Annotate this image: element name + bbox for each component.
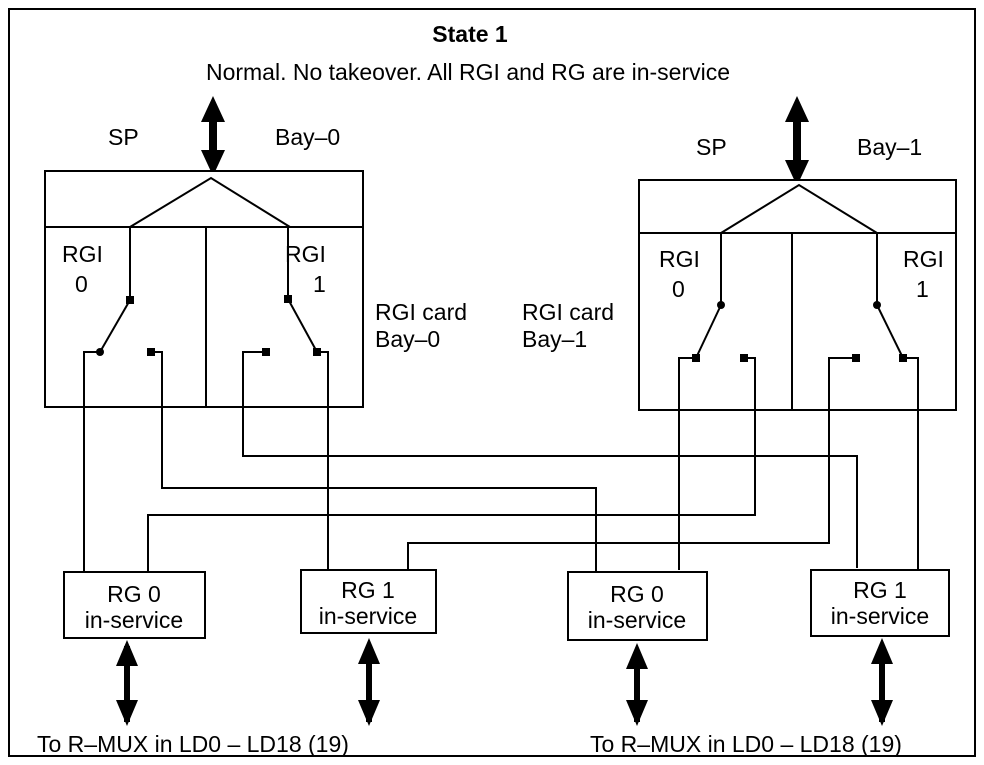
rgi-0-name-bay-1: RGI <box>659 246 700 272</box>
rg-status: in-service <box>588 607 686 633</box>
card-label-line2-bay-1: Bay–1 <box>522 326 587 352</box>
bay-label-0: Bay–0 <box>275 124 340 150</box>
rg-status: in-service <box>85 607 183 633</box>
bottom-label-left: To R–MUX in LD0 – LD18 (19) <box>37 731 349 757</box>
rgi-0-num-bay-0: 0 <box>75 271 88 297</box>
card-label-line1-bay-0: RGI card <box>375 299 467 325</box>
sp-double-arrow-bay-0 <box>201 96 225 176</box>
rgi-0-num-bay-1: 0 <box>672 276 685 302</box>
rgi-1-num-bay-0: 1 <box>313 271 326 297</box>
rg-double-arrow-2 <box>358 638 380 726</box>
rg-name: RG 1 <box>341 577 395 603</box>
switch-rgi-1-bay-1 <box>852 233 907 362</box>
card-label-line2-bay-0: Bay–0 <box>375 326 440 352</box>
rg-box-3: RG 0 in-service <box>567 571 708 641</box>
rg-name: RG 0 <box>610 581 664 607</box>
rg-double-arrow-3 <box>626 643 648 726</box>
cross-connections <box>83 351 919 572</box>
diagram-title: State 1 <box>432 21 508 47</box>
rg-double-arrow-1 <box>116 640 138 726</box>
switch-rgi-1-bay-0 <box>262 227 321 356</box>
bay-1: SP Bay–1 RGI 0 RGI 1 RGI card Bay–1 <box>522 96 957 411</box>
rg-status: in-service <box>319 603 417 629</box>
rg-box-1: RG 0 in-service <box>63 571 206 639</box>
rgi-card-bay-1 <box>638 179 957 411</box>
rg-name: RG 1 <box>853 577 907 603</box>
rgi-1-num-bay-1: 1 <box>916 276 929 302</box>
rg-double-arrow-4 <box>871 638 893 726</box>
rg-box-2: RG 1 in-service <box>300 569 437 634</box>
diagram-subtitle: Normal. No takeover. All RGI and RG are … <box>206 59 730 85</box>
rg-status: in-service <box>831 603 929 629</box>
rgi-1-name-bay-1: RGI <box>903 246 944 272</box>
sp-label-bay-1: SP <box>696 134 727 160</box>
sp-label-bay-0: SP <box>108 124 139 150</box>
rg-box-4: RG 1 in-service <box>810 569 950 637</box>
rgi-card-bay-0 <box>44 170 364 408</box>
rgi-1-name-bay-0: RGI <box>285 241 326 267</box>
sp-double-arrow-bay-1 <box>785 96 809 186</box>
rgi-0-name-bay-0: RGI <box>62 241 103 267</box>
bay-0: SP Bay–0 RGI 0 RGI 1 RGI card Bay <box>44 96 467 408</box>
bay-label-1: Bay–1 <box>857 134 922 160</box>
rg-name: RG 0 <box>107 581 161 607</box>
card-label-line1-bay-1: RGI card <box>522 299 614 325</box>
bottom-label-right: To R–MUX in LD0 – LD18 (19) <box>590 731 902 757</box>
